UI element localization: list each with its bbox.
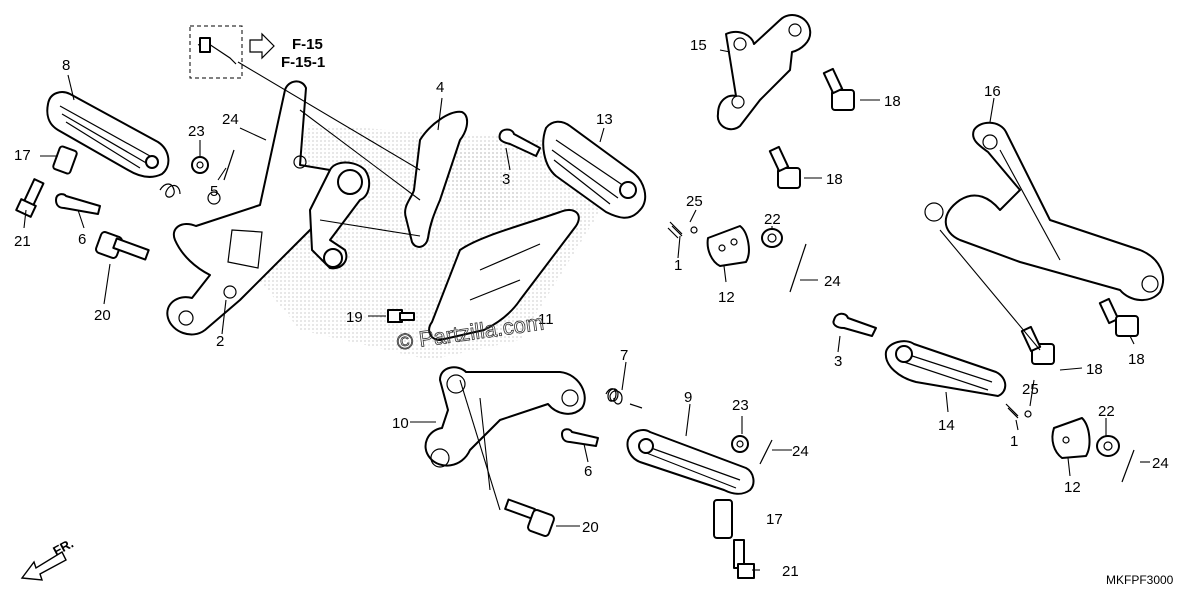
part-14-footpeg xyxy=(884,340,1007,397)
callout-14: 14 xyxy=(938,417,955,434)
part-7-spring xyxy=(605,388,643,409)
part-11-heel-guard xyxy=(428,208,580,341)
callout-18b: 18 xyxy=(826,171,843,188)
part-16-bracket xyxy=(924,121,1165,301)
callout-1: 1 xyxy=(674,257,682,274)
callout-24: 24 xyxy=(222,111,239,128)
part-25-spring xyxy=(667,221,698,239)
callout-21: 21 xyxy=(14,233,31,250)
callout-18d: 18 xyxy=(1086,361,1103,378)
callout-25b: 25 xyxy=(1022,381,1039,398)
callout-15: 15 xyxy=(690,37,707,54)
part-6-pin-lower xyxy=(561,428,599,447)
callout-labels: 8 17 21 6 20 2 24 23 5 4 3 13 25 1 22 12… xyxy=(14,37,1169,580)
part-24-pin-lower xyxy=(759,439,773,465)
callout-3: 3 xyxy=(502,171,510,188)
diagram-code: MKFPF3000 xyxy=(1106,573,1174,587)
part-23-washer-lower xyxy=(731,435,749,453)
callout-9: 9 xyxy=(684,389,692,406)
part-3-bolt-left xyxy=(498,128,541,157)
callout-17b: 17 xyxy=(766,511,783,528)
part-19-bolt xyxy=(387,309,415,323)
part-18-bolt-b xyxy=(768,145,801,189)
callout-6: 6 xyxy=(78,231,86,248)
callout-18a: 18 xyxy=(884,93,901,110)
callout-17: 17 xyxy=(14,147,31,164)
arrow-right-icon xyxy=(249,32,275,60)
part-shift-arm xyxy=(309,161,371,270)
callout-22b: 22 xyxy=(1098,403,1115,420)
callout-10: 10 xyxy=(392,415,409,432)
part-23-washer-left xyxy=(191,156,209,174)
part-15-bracket xyxy=(716,14,812,131)
callout-20: 20 xyxy=(94,307,111,324)
callout-12b: 12 xyxy=(1064,479,1081,496)
callout-23: 23 xyxy=(188,123,205,140)
callout-25: 25 xyxy=(686,193,703,210)
part-10-bracket xyxy=(424,366,586,468)
part-17-collar-lower xyxy=(713,499,733,539)
part-25-spring-right xyxy=(1005,403,1032,419)
callout-4: 4 xyxy=(436,79,444,96)
part-22-washer xyxy=(761,228,783,248)
callout-23b: 23 xyxy=(732,397,749,414)
part-24-pin-right-lower xyxy=(1121,449,1135,483)
callout-3b: 3 xyxy=(834,353,842,370)
part-22-washer-right xyxy=(1096,435,1120,457)
reference-f15-1: F-15-1 xyxy=(281,54,325,71)
callout-20b: 20 xyxy=(582,519,599,536)
front-direction: FR. xyxy=(20,536,76,581)
front-label: FR. xyxy=(50,536,76,559)
part-21-bolt xyxy=(15,178,45,218)
callout-13: 13 xyxy=(596,111,613,128)
callout-11: 11 xyxy=(538,311,554,328)
callout-18c: 18 xyxy=(1128,351,1145,368)
callout-7: 7 xyxy=(620,347,628,364)
callout-2: 2 xyxy=(216,333,224,350)
callout-16: 16 xyxy=(984,83,1001,100)
part-24-pin-right xyxy=(789,243,807,293)
callout-24c: 24 xyxy=(792,443,809,460)
part-13-footpeg xyxy=(542,120,647,219)
callout-5: 5 xyxy=(210,183,218,200)
part-20-bolt xyxy=(95,231,150,261)
part-12-plate-right xyxy=(1051,417,1091,459)
part-18-bolt-d xyxy=(1020,325,1055,365)
callout-21b: 21 xyxy=(782,563,799,580)
callout-8: 8 xyxy=(62,57,70,74)
part-18-bolt-a xyxy=(822,67,855,111)
callout-19: 19 xyxy=(346,309,363,326)
part-9-footpeg xyxy=(626,429,755,495)
reference-f15: F-15 xyxy=(292,36,323,53)
callout-22: 22 xyxy=(764,211,781,228)
callout-24b: 24 xyxy=(824,273,841,290)
part-18-bolt-c xyxy=(1098,297,1139,337)
callout-1b: 1 xyxy=(1010,433,1018,450)
part-17-collar xyxy=(52,145,78,175)
callout-12: 12 xyxy=(718,289,735,306)
part-4-heel-guard xyxy=(404,110,468,248)
part-12-plate xyxy=(706,225,750,267)
part-3-bolt-right xyxy=(832,312,877,337)
reference-box: F-15 F-15-1 xyxy=(189,25,325,79)
part-8-footpeg xyxy=(46,91,181,198)
callout-6b: 6 xyxy=(584,463,592,480)
front-arrow-icon xyxy=(20,551,67,581)
part-20-bolt-lower xyxy=(504,498,555,537)
part-5-pin xyxy=(223,149,235,181)
callout-24d: 24 xyxy=(1152,455,1169,472)
leader-lines xyxy=(23,49,1150,571)
part-6-pin xyxy=(55,193,101,215)
part-21-bolt-lower xyxy=(733,539,755,579)
